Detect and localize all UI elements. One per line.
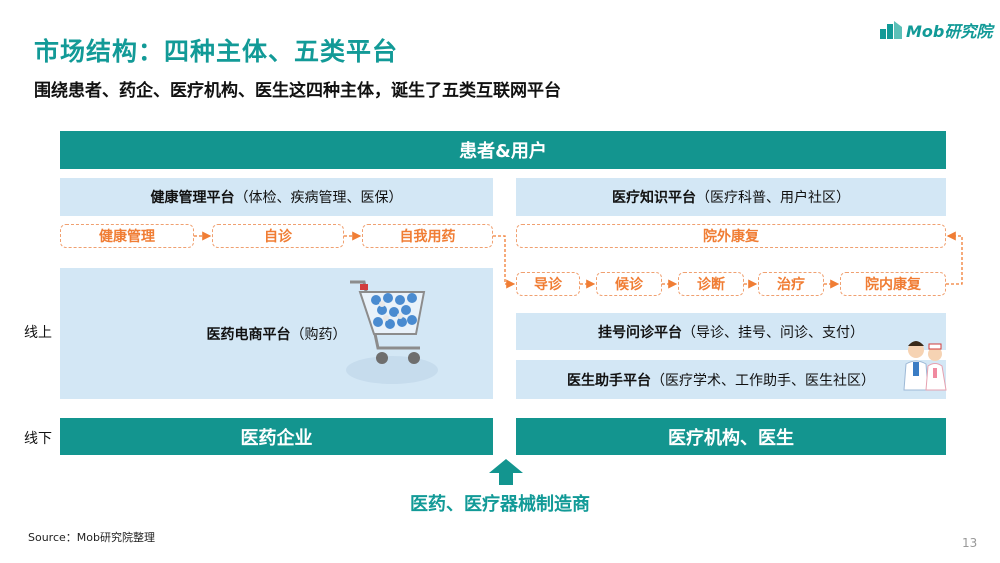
- pharma-enterprises-bar: 医药企业: [60, 418, 493, 455]
- flow-step-treatment: 治疗: [758, 272, 824, 296]
- health-platform-detail: （体检、疾病管理、医保）: [234, 190, 403, 206]
- knowledge-platform-name: 医疗知识平台: [612, 190, 696, 206]
- flow-step-waiting: 候诊: [596, 272, 662, 296]
- shopping-cart-icon: [320, 270, 440, 394]
- logo: Mob研究院: [880, 18, 992, 42]
- flow-step-guidance: 导诊: [516, 272, 580, 296]
- registration-platform-detail: （导诊、挂号、问诊、支付）: [682, 324, 864, 341]
- medical-institutions-doctors-bar: 医疗机构、医生: [516, 418, 946, 455]
- medical-knowledge-platform: 医疗知识平台 （医疗科普、用户社区）: [516, 178, 946, 216]
- logo-icon: [880, 21, 902, 39]
- patients-users-bar: 患者&用户: [60, 131, 946, 169]
- up-arrow-icon: [489, 459, 523, 489]
- doctor-platform-name: 医生助手平台: [567, 372, 651, 389]
- offline-label: 线下: [24, 431, 52, 447]
- doctor-nurse-icon: [902, 336, 948, 396]
- doctor-platform-detail: （医疗学术、工作助手、医生社区）: [651, 372, 875, 389]
- logo-text: Mob研究院: [906, 22, 993, 41]
- flow-step-diagnosis: 诊断: [678, 272, 744, 296]
- manufacturers-label: 医药、医疗器械制造商: [410, 494, 590, 515]
- flow-step-self-medication: 自我用药: [362, 224, 493, 248]
- online-label: 线上: [24, 325, 52, 341]
- registration-platform-name: 挂号问诊平台: [598, 324, 682, 341]
- ecommerce-platform-detail: （购药）: [290, 326, 347, 343]
- source-note: Source：Mob研究院整理: [28, 531, 155, 544]
- flow-step-self-diagnosis: 自诊: [212, 224, 344, 248]
- health-management-platform: 健康管理平台 （体检、疾病管理、医保）: [60, 178, 493, 216]
- flow-step-rehab-outside: 院外康复: [516, 224, 946, 248]
- health-platform-name: 健康管理平台: [150, 190, 235, 206]
- ecommerce-platform-name: 医药电商平台: [206, 326, 291, 343]
- page-subtitle: 围绕患者、药企、医疗机构、医生这四种主体，诞生了五类互联网平台: [34, 81, 561, 101]
- knowledge-platform-detail: （医疗科普、用户社区）: [696, 190, 850, 206]
- doctor-assistant-platform: 医生助手平台 （医疗学术、工作助手、医生社区）: [516, 360, 946, 399]
- registration-consultation-platform: 挂号问诊平台 （导诊、挂号、问诊、支付）: [516, 313, 946, 350]
- page-number: 13: [962, 536, 978, 550]
- flow-step-health-management: 健康管理: [60, 224, 194, 248]
- flow-step-rehab-inside: 院内康复: [840, 272, 946, 296]
- page-title: 市场结构：四种主体、五类平台: [34, 37, 399, 66]
